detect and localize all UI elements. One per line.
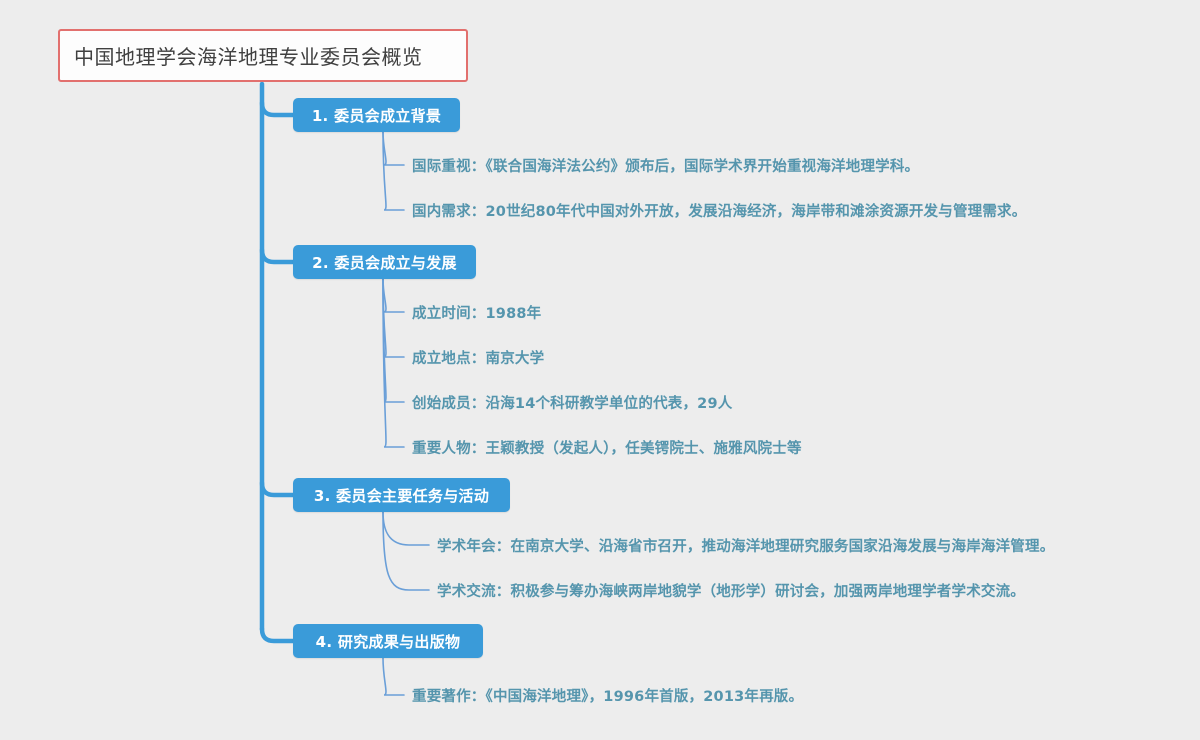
branch-node-1[interactable]: 1. 委员会成立背景 <box>293 98 460 132</box>
branch-node-4[interactable]: 4. 研究成果与出版物 <box>293 624 483 658</box>
root-node-label: 中国地理学会海洋地理专业委员会概览 <box>74 45 423 69</box>
branch-node-label: 1. 委员会成立背景 <box>311 106 442 125</box>
leaf-node-4-1[interactable]: 重要著作：《中国海洋地理》，1996年首版，2013年再版。 <box>412 684 803 706</box>
leaf-node-3-1[interactable]: 学术年会：在南京大学、沿海省市召开，推动海洋地理研究服务国家沿海发展与海岸海洋管… <box>437 534 1054 556</box>
leaf-node-label: 国内需求：20世纪80年代中国对外开放，发展沿海经济，海岸带和滩涂资源开发与管理… <box>412 203 1027 220</box>
leaf-node-3-2[interactable]: 学术交流：积极参与筹办海峡两岸地貌学（地形学）研讨会，加强两岸地理学者学术交流。 <box>437 579 1025 601</box>
branch-node-2[interactable]: 2. 委员会成立与发展 <box>293 245 476 279</box>
leaf-node-label: 成立地点：南京大学 <box>412 350 545 367</box>
leaf-node-label: 重要人物：王颖教授（发起人），任美锷院士、施雅风院士等 <box>412 440 802 457</box>
leaf-node-label: 成立时间：1988年 <box>412 305 542 322</box>
leaf-node-2-1[interactable]: 成立时间：1988年 <box>412 301 541 323</box>
branch-node-label: 2. 委员会成立与发展 <box>312 253 457 272</box>
root-node[interactable]: 中国地理学会海洋地理专业委员会概览 <box>58 29 468 82</box>
leaf-node-2-4[interactable]: 重要人物：王颖教授（发起人），任美锷院士、施雅风院士等 <box>412 436 802 458</box>
leaf-node-1-1[interactable]: 国际重视：《联合国海洋法公约》颁布后，国际学术界开始重视海洋地理学科。 <box>412 154 919 176</box>
leaf-node-label: 学术交流：积极参与筹办海峡两岸地貌学（地形学）研讨会，加强两岸地理学者学术交流。 <box>437 583 1025 600</box>
trunk-connectors <box>259 81 296 644</box>
leaf-node-label: 重要著作：《中国海洋地理》，1996年首版，2013年再版。 <box>412 688 804 705</box>
leaf-node-2-2[interactable]: 成立地点：南京大学 <box>412 346 544 368</box>
leaf-node-label: 创始成员：沿海14个科研教学单位的代表，29人 <box>412 395 733 412</box>
leaf-node-label: 国际重视：《联合国海洋法公约》颁布后，国际学术界开始重视海洋地理学科。 <box>412 158 920 175</box>
branch-node-label: 3. 委员会主要任务与活动 <box>313 486 490 505</box>
leaf-node-label: 学术年会：在南京大学、沿海省市召开，推动海洋地理研究服务国家沿海发展与海岸海洋管… <box>437 538 1055 555</box>
leaf-node-2-3[interactable]: 创始成员：沿海14个科研教学单位的代表，29人 <box>412 391 732 413</box>
leaf-node-1-2[interactable]: 国内需求：20世纪80年代中国对外开放，发展沿海经济，海岸带和滩涂资源开发与管理… <box>412 199 1026 221</box>
branch-node-label: 4. 研究成果与出版物 <box>315 632 461 651</box>
branch-node-3[interactable]: 3. 委员会主要任务与活动 <box>293 478 510 512</box>
